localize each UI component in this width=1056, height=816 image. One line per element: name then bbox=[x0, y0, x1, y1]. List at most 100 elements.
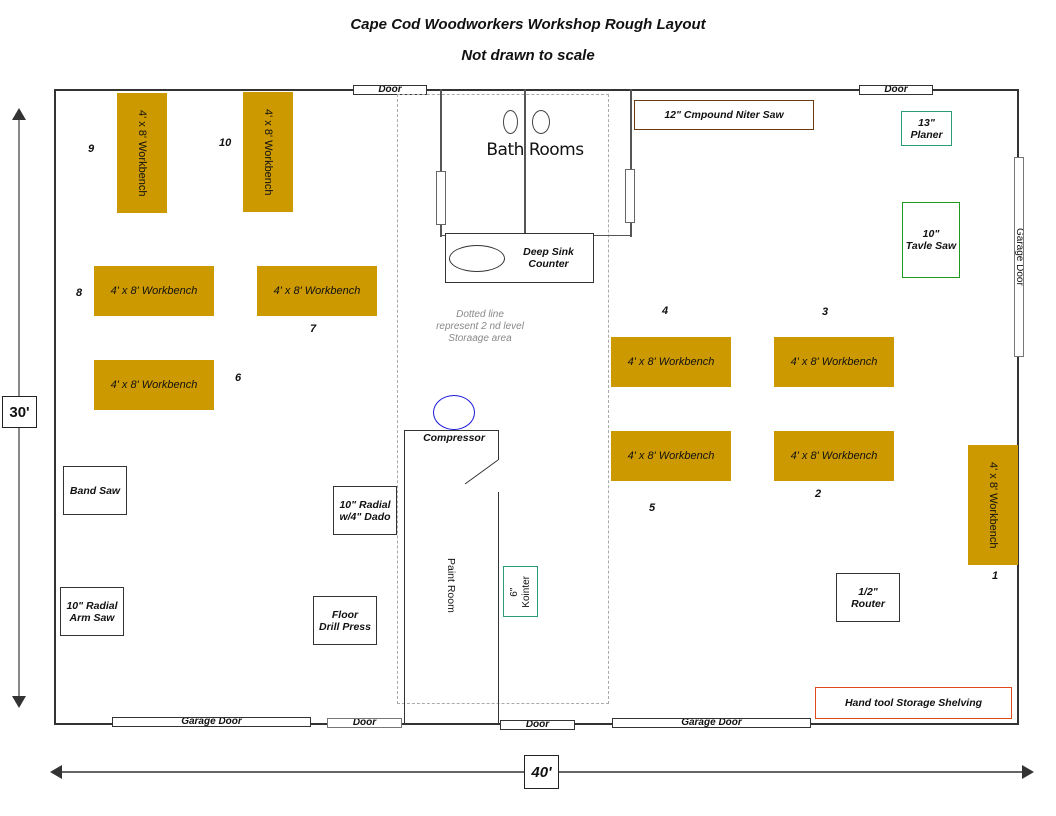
workbench-7-label: 4' x 8' Workbench bbox=[273, 285, 361, 297]
garage-door-right[interactable]: Garage Door bbox=[1014, 157, 1024, 357]
compressor-label: Compressor bbox=[423, 432, 485, 444]
workbench-3-label: 4' x 8' Workbench bbox=[790, 356, 878, 368]
radial-arm-label-line1: 10" Radial bbox=[66, 599, 118, 612]
toilet-icon-right bbox=[532, 110, 550, 134]
arrow-up-icon bbox=[12, 108, 26, 120]
radial-dado-label-line2: w/4" Dado bbox=[339, 510, 391, 523]
workbench-1-number: 1 bbox=[992, 570, 999, 582]
bathroom-wall-middle bbox=[524, 89, 526, 237]
planer[interactable]: 13"Planer bbox=[901, 111, 952, 146]
workbench-4-number: 4 bbox=[662, 305, 669, 317]
drill-press-label-line2: Drill Press bbox=[319, 620, 371, 633]
workbench-2[interactable]: 4' x 8' Workbench bbox=[774, 431, 894, 481]
door-top-left[interactable]: Door bbox=[353, 85, 427, 95]
paint-room-label-wrap: Paint Room bbox=[444, 550, 458, 620]
shelving-label: Hand tool Storage Shelving bbox=[844, 697, 983, 709]
garage-door-bottom-left[interactable]: Garage Door bbox=[112, 717, 311, 727]
workbench-2-label: 4' x 8' Workbench bbox=[790, 450, 878, 462]
page-subtitle: Not drawn to scale bbox=[461, 47, 595, 64]
bathroom-wall-left bbox=[440, 89, 442, 237]
height-dimension-label: 30' bbox=[2, 396, 37, 428]
bathrooms-label: Bath Rooms bbox=[486, 140, 584, 160]
arrow-right-icon bbox=[1022, 765, 1034, 779]
deep-sink-counter[interactable]: Deep Sink Counter bbox=[445, 233, 594, 283]
workbench-1[interactable]: 4' x 8' Workbench bbox=[968, 445, 1018, 565]
table-saw-label-line2: Tavle Saw bbox=[905, 240, 957, 252]
storage-area-outline bbox=[397, 94, 609, 704]
width-dimension-label: 40' bbox=[524, 755, 559, 789]
workbench-6[interactable]: 4' x 8' Workbench bbox=[94, 360, 214, 410]
bathroom-wall-right bbox=[630, 89, 632, 237]
garage-door-right-label: Garage Door bbox=[1014, 228, 1024, 286]
workbench-3-number: 3 bbox=[822, 306, 829, 318]
page-title: Cape Cod Woodworkers Workshop Rough Layo… bbox=[350, 16, 706, 33]
drill-press-label-line1: Floor bbox=[331, 608, 359, 621]
sink-label-line1: Deep Sink bbox=[523, 246, 574, 258]
workbench-4-label: 4' x 8' Workbench bbox=[627, 356, 715, 368]
workbench-6-label: 4' x 8' Workbench bbox=[110, 379, 198, 391]
jointer-label-line2: Kointer bbox=[520, 575, 532, 608]
workbench-10[interactable]: 4' x 8' Workbench bbox=[243, 92, 293, 212]
storage-note-line3: Storaage area bbox=[448, 333, 512, 344]
workbench-5-number: 5 bbox=[649, 502, 656, 514]
sink-basin-icon bbox=[449, 245, 505, 272]
workbench-1-label: 4' x 8' Workbench bbox=[987, 461, 999, 549]
jointer[interactable]: 6"Kointer bbox=[503, 566, 538, 617]
table-saw-label-line1: 10" bbox=[922, 228, 940, 240]
compressor-tank-icon bbox=[433, 395, 475, 430]
storage-note: Dotted line represent 2 nd level Storaag… bbox=[410, 309, 550, 345]
paint-room[interactable] bbox=[404, 430, 499, 725]
workbench-6-number: 6 bbox=[235, 372, 242, 384]
arrow-left-icon bbox=[50, 765, 62, 779]
planer-label-line1: 13" bbox=[918, 116, 935, 129]
workbench-5-label: 4' x 8' Workbench bbox=[627, 450, 715, 462]
band-saw[interactable]: Band Saw bbox=[63, 466, 127, 515]
sink-label: Deep Sink Counter bbox=[506, 246, 591, 270]
radial-arm-label-line2: Arm Saw bbox=[69, 611, 115, 624]
bathroom-door-right[interactable] bbox=[625, 169, 635, 223]
planer-label-line2: Planer bbox=[910, 128, 943, 141]
router[interactable]: 1/2"Router bbox=[836, 573, 900, 622]
wall-left bbox=[54, 89, 56, 725]
workbench-8[interactable]: 4' x 8' Workbench bbox=[94, 266, 214, 316]
router-label-line1: 1/2" bbox=[858, 585, 878, 598]
storage-note-line2: represent 2 nd level bbox=[436, 321, 524, 332]
paint-room-wall-upper bbox=[498, 430, 499, 460]
radial-dado-label-line1: 10" Radial bbox=[339, 498, 391, 511]
sink-label-line2: Counter bbox=[528, 258, 569, 270]
toilet-icon-left bbox=[503, 110, 518, 134]
hand-tool-storage-shelving[interactable]: Hand tool Storage Shelving bbox=[815, 687, 1012, 719]
bathroom-door-left[interactable] bbox=[436, 171, 446, 225]
arrow-down-icon bbox=[12, 696, 26, 708]
door-top-right[interactable]: Door bbox=[859, 85, 933, 95]
workbench-10-number: 10 bbox=[219, 137, 232, 149]
door-bottom-center[interactable]: Door bbox=[500, 720, 575, 730]
wall-right bbox=[1017, 89, 1019, 725]
band-saw-label: Band Saw bbox=[69, 484, 121, 497]
table-saw[interactable]: 10"Tavle Saw bbox=[902, 202, 960, 278]
workbench-9-number: 9 bbox=[88, 143, 95, 155]
workbench-2-number: 2 bbox=[815, 488, 822, 500]
paint-room-wall-lower bbox=[498, 492, 499, 725]
router-label-line2: Router bbox=[851, 597, 885, 610]
garage-door-bottom-right[interactable]: Garage Door bbox=[612, 718, 811, 728]
workbench-7[interactable]: 4' x 8' Workbench bbox=[257, 266, 377, 316]
compound-miter-saw[interactable]: 12" Cmpound Niter Saw bbox=[634, 100, 814, 130]
workbench-8-number: 8 bbox=[76, 287, 83, 299]
wall-top bbox=[54, 89, 1019, 91]
miter-saw-label: 12" Cmpound Niter Saw bbox=[664, 109, 784, 121]
door-bottom-left[interactable]: Door bbox=[327, 718, 402, 728]
workbench-5[interactable]: 4' x 8' Workbench bbox=[611, 431, 731, 481]
paint-room-label: Paint Room bbox=[445, 557, 457, 613]
workbench-7-number: 7 bbox=[310, 323, 317, 335]
workbench-3[interactable]: 4' x 8' Workbench bbox=[774, 337, 894, 387]
workbench-9-label: 4' x 8' Workbench bbox=[136, 109, 148, 197]
workbench-8-label: 4' x 8' Workbench bbox=[110, 285, 198, 297]
paint-room-door-swing bbox=[464, 459, 499, 485]
storage-note-line1: Dotted line bbox=[456, 309, 504, 320]
workbench-4[interactable]: 4' x 8' Workbench bbox=[611, 337, 731, 387]
workbench-9[interactable]: 4' x 8' Workbench bbox=[117, 93, 167, 213]
